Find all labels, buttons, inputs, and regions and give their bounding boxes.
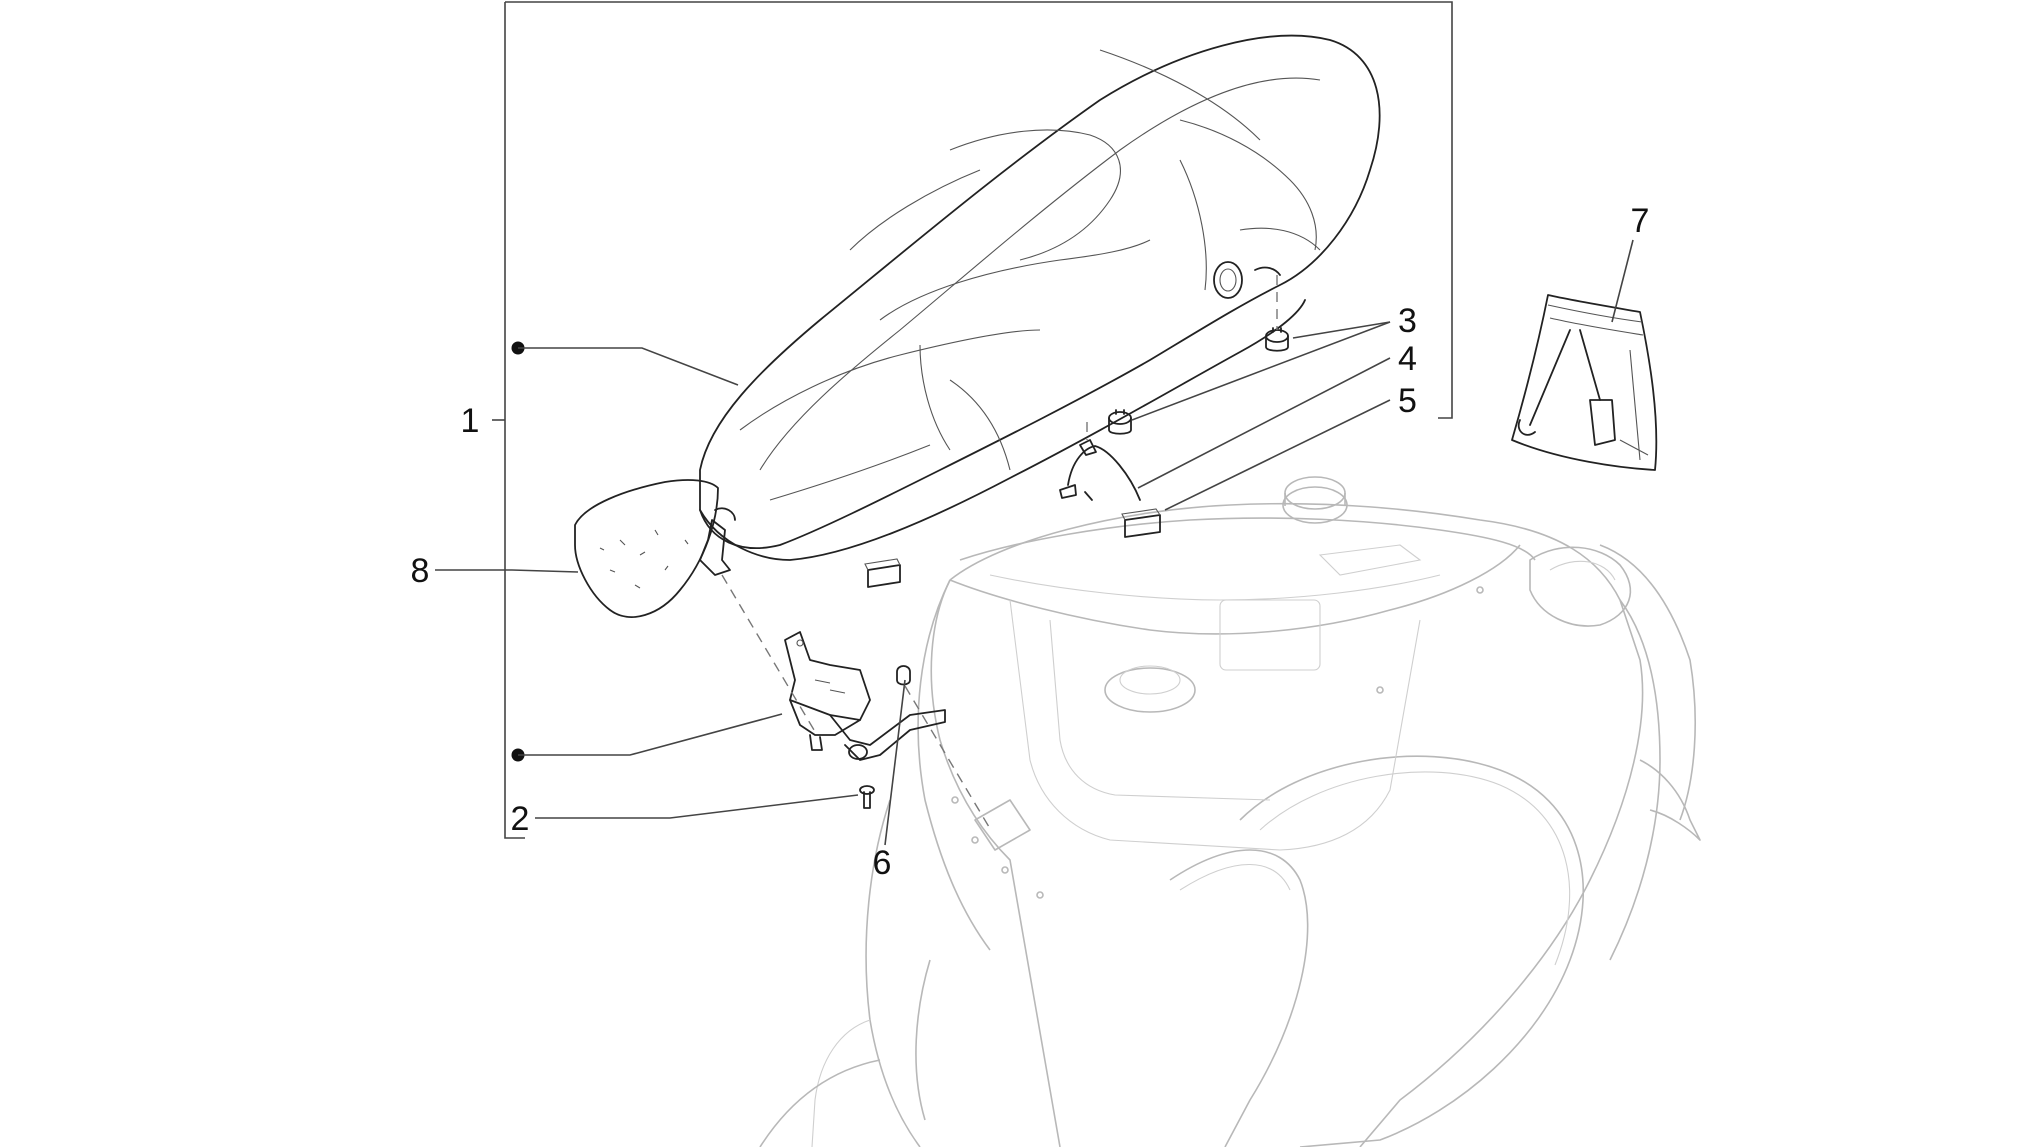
screw-icon: [859, 785, 875, 809]
callout-4: 4: [1398, 340, 1417, 378]
scooter-body-frame: [759, 476, 1701, 1147]
seat-icon: [699, 34, 1381, 576]
seat-cover-icon: [574, 479, 719, 618]
tool-kit-icon: [1511, 294, 1658, 471]
spring-clip-icon: [1059, 439, 1141, 501]
callout-5: 5: [1398, 382, 1417, 420]
bumper-icon: [1108, 327, 1289, 435]
hinge-bracket-icon: [784, 631, 946, 761]
callout-8: 8: [411, 552, 430, 590]
callout-7: 7: [1631, 202, 1650, 240]
callout-1: 1: [461, 402, 480, 440]
callout-labels: 1 2 3 4 5 6 7 8: [411, 202, 1650, 882]
assembly-bracket: [492, 1, 1453, 839]
leader-lines: [435, 239, 1634, 846]
callout-3: 3: [1398, 302, 1417, 340]
rubber-pad-icon: [864, 508, 1161, 588]
callout-2: 2: [511, 800, 530, 838]
callout-6: 6: [873, 844, 892, 882]
